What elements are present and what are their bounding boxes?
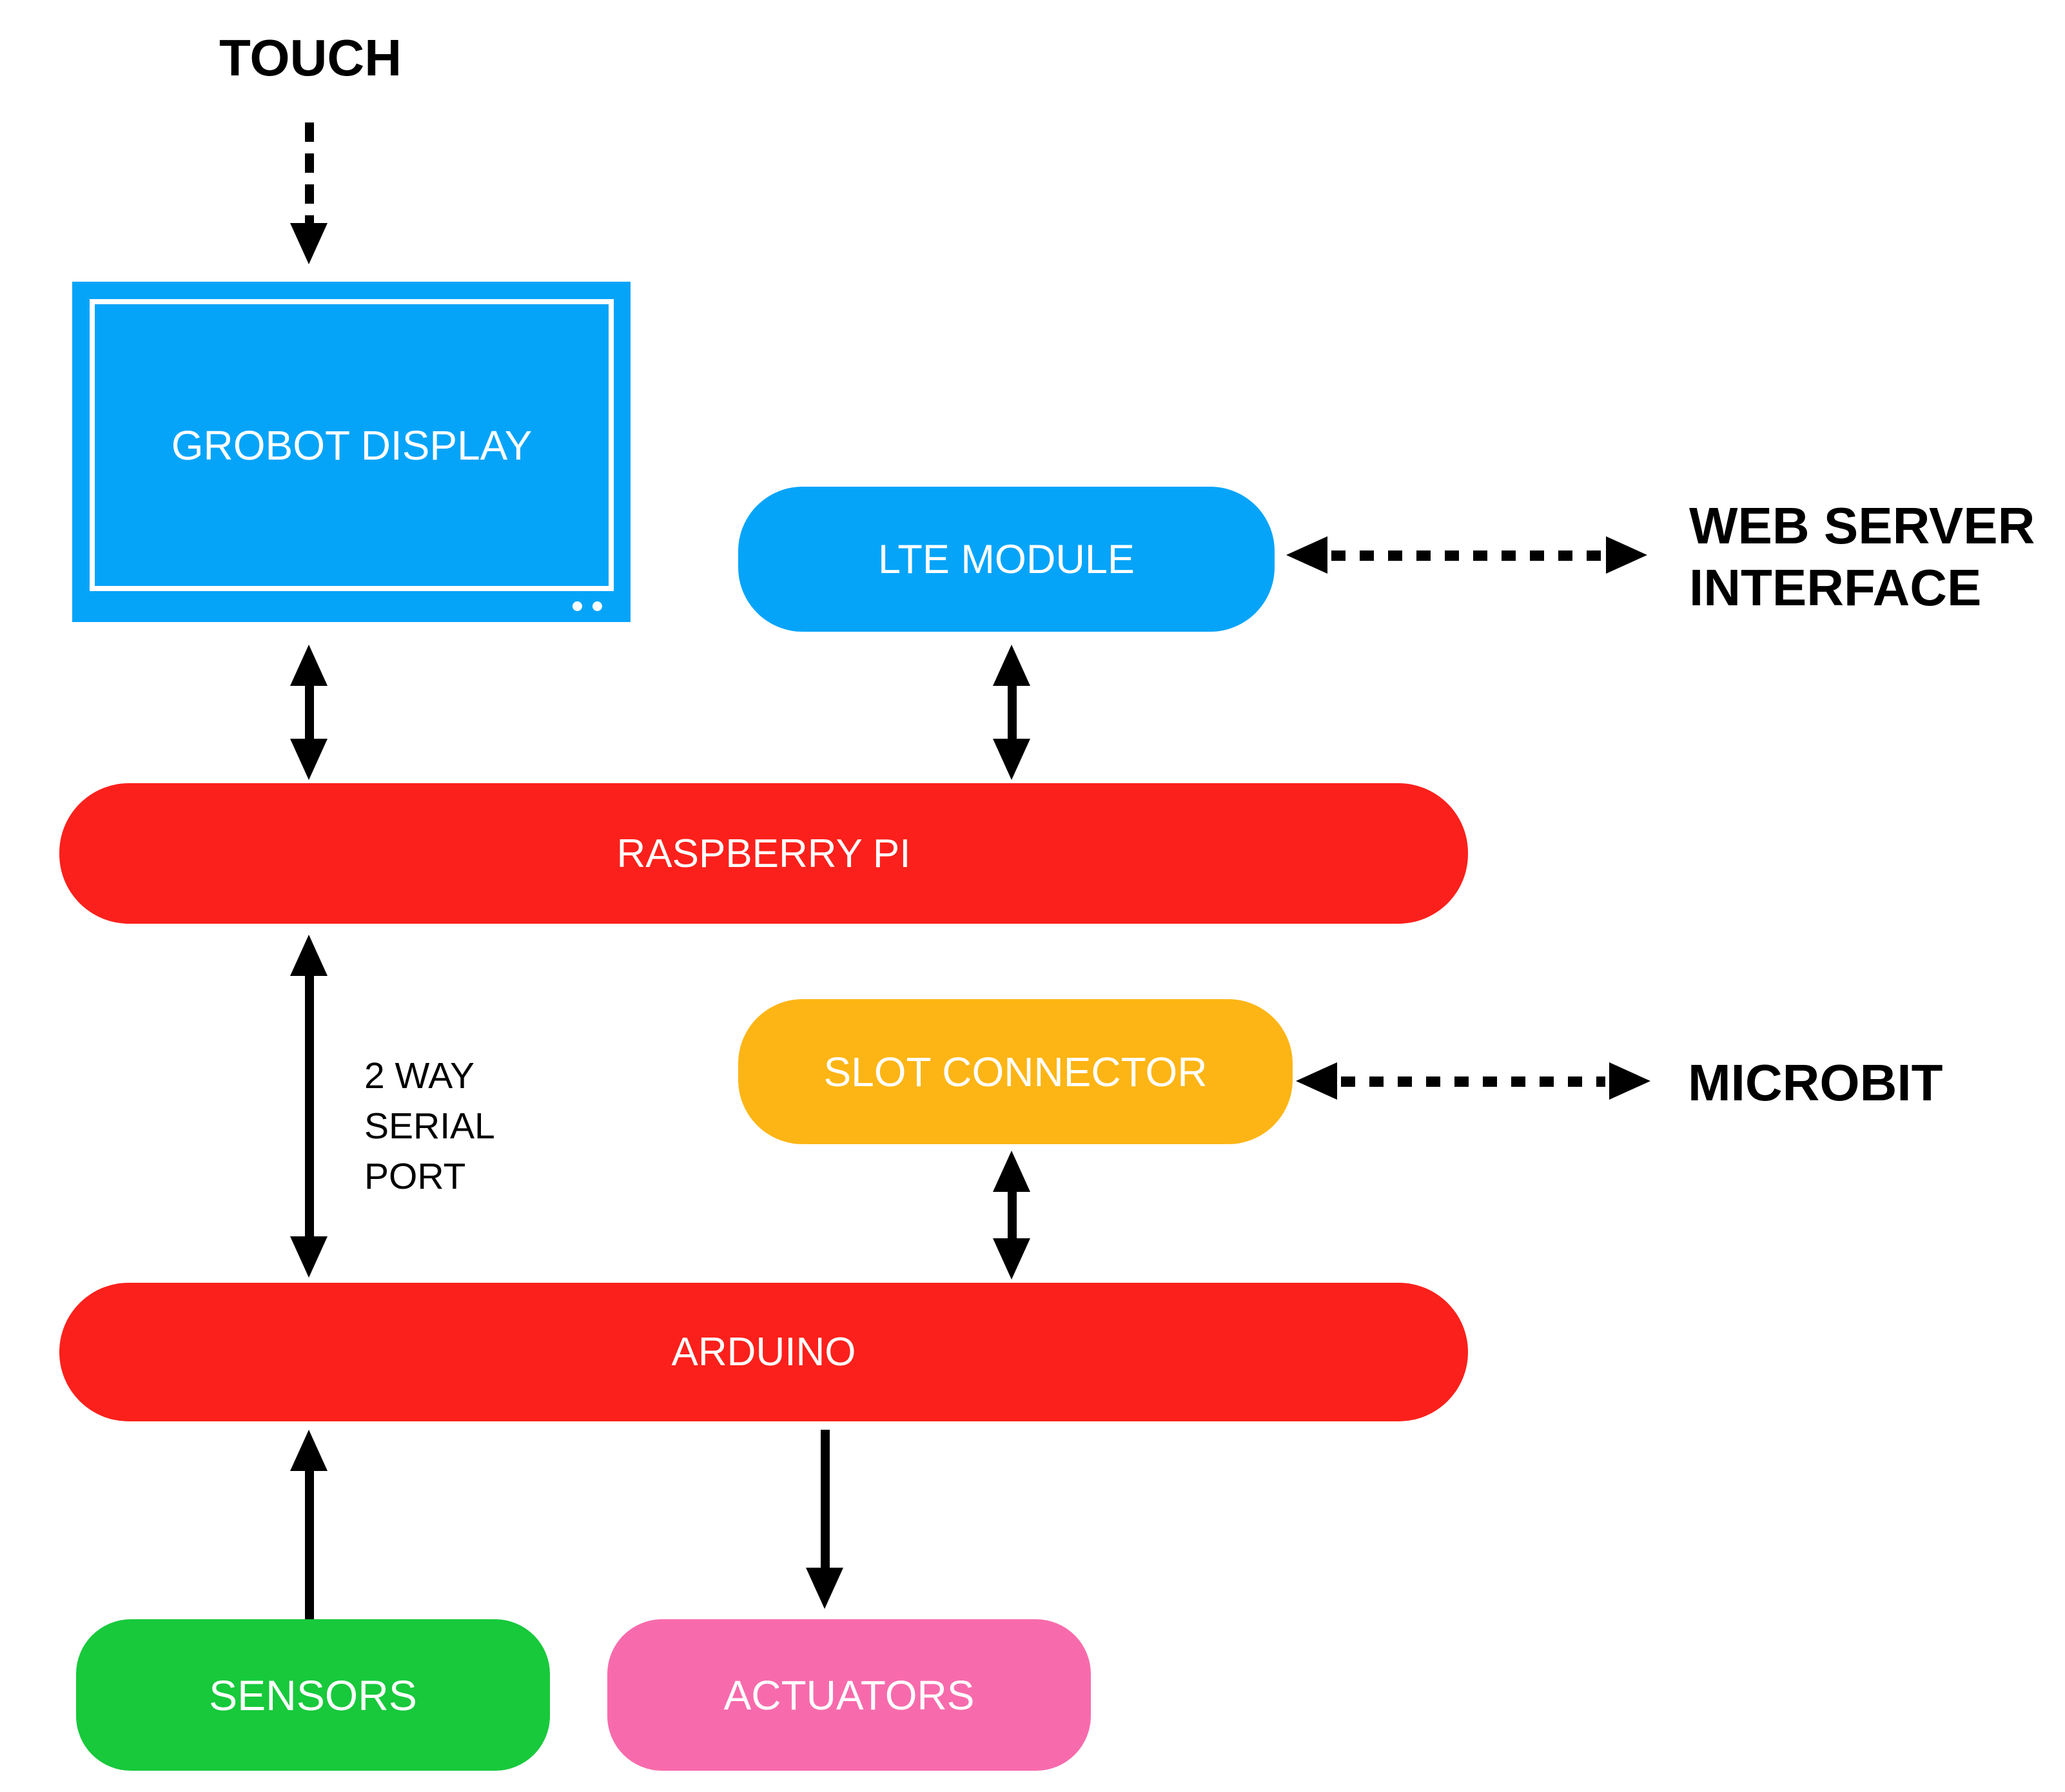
grobot-display-label: GROBOT DISPLAY bbox=[171, 422, 533, 469]
touch-label: TOUCH bbox=[219, 29, 402, 86]
dashed-shaft bbox=[1331, 550, 1602, 561]
actuators-node: ACTUATORS bbox=[607, 1619, 1091, 1771]
arrowhead-down-icon bbox=[290, 739, 328, 780]
web-server-line2: INTERFACE bbox=[1689, 559, 1982, 616]
dashed-shaft bbox=[1341, 1076, 1605, 1087]
serial-line2: SERIAL bbox=[364, 1105, 495, 1147]
serial-line3: PORT bbox=[364, 1156, 466, 1197]
arrowhead-left-icon bbox=[1286, 536, 1327, 574]
arrow-shaft bbox=[305, 681, 314, 744]
slot-connector-label: SLOT CONNECTOR bbox=[823, 1048, 1208, 1095]
arrowhead-right-icon bbox=[1609, 1062, 1650, 1100]
arrow-shaft bbox=[1008, 1187, 1017, 1243]
grobot-display-screen: GROBOT DISPLAY bbox=[90, 299, 614, 591]
arrowhead-left-icon bbox=[1296, 1062, 1337, 1100]
arduino-actuators-arrow bbox=[805, 1430, 846, 1609]
grobot-display-node: GROBOT DISPLAY bbox=[72, 282, 631, 622]
arduino-label: ARDUINO bbox=[671, 1330, 856, 1374]
slot-connector-node: SLOT CONNECTOR bbox=[738, 999, 1293, 1144]
arrow-shaft bbox=[821, 1430, 830, 1573]
arrow-shaft bbox=[305, 1466, 314, 1619]
arrow-shaft bbox=[1008, 681, 1017, 744]
display-dot-icon bbox=[592, 601, 602, 611]
arrowhead-down-icon bbox=[290, 1236, 328, 1278]
arrowhead-right-icon bbox=[1606, 536, 1647, 574]
lte-webserver-arrow bbox=[1286, 535, 1647, 576]
raspberry-pi-node: RASPBERRY PI bbox=[59, 783, 1468, 924]
sensors-arduino-arrow bbox=[289, 1430, 330, 1619]
raspberry-pi-label: RASPBERRY PI bbox=[616, 831, 911, 876]
lte-raspberry-arrow bbox=[992, 645, 1033, 780]
arrowhead-down-icon bbox=[290, 223, 328, 264]
lte-module-node: LTE MODULE bbox=[738, 487, 1275, 632]
serial-line1: 2 WAY bbox=[364, 1055, 475, 1096]
web-server-line1: WEB SERVER bbox=[1689, 497, 2035, 554]
raspberry-arduino-arrow bbox=[289, 935, 330, 1278]
arrowhead-up-icon bbox=[993, 1151, 1030, 1192]
microbit-label: MICROBIT bbox=[1688, 1054, 1943, 1111]
arduino-node: ARDUINO bbox=[59, 1283, 1468, 1421]
sensors-label: SENSORS bbox=[209, 1671, 417, 1719]
arrowhead-up-icon bbox=[993, 645, 1030, 686]
touch-to-display-arrow bbox=[289, 122, 330, 264]
arrowhead-up-icon bbox=[290, 645, 328, 686]
dashed-shaft bbox=[305, 122, 314, 226]
arrow-shaft bbox=[305, 971, 314, 1242]
arrowhead-down-icon bbox=[993, 739, 1030, 780]
arrowhead-up-icon bbox=[290, 935, 328, 976]
display-dot-icon bbox=[573, 601, 582, 611]
lte-module-label: LTE MODULE bbox=[878, 536, 1135, 582]
slot-arduino-arrow bbox=[992, 1151, 1033, 1280]
arrowhead-down-icon bbox=[993, 1238, 1030, 1280]
actuators-label: ACTUATORS bbox=[723, 1671, 975, 1719]
arrowhead-down-icon bbox=[806, 1568, 843, 1609]
serial-port-label: 2 WAY SERIAL PORT bbox=[364, 1051, 495, 1202]
slot-microbit-arrow bbox=[1296, 1061, 1650, 1102]
display-raspberry-arrow bbox=[289, 645, 330, 780]
sensors-node: SENSORS bbox=[76, 1619, 550, 1771]
arrowhead-up-icon bbox=[290, 1430, 328, 1471]
